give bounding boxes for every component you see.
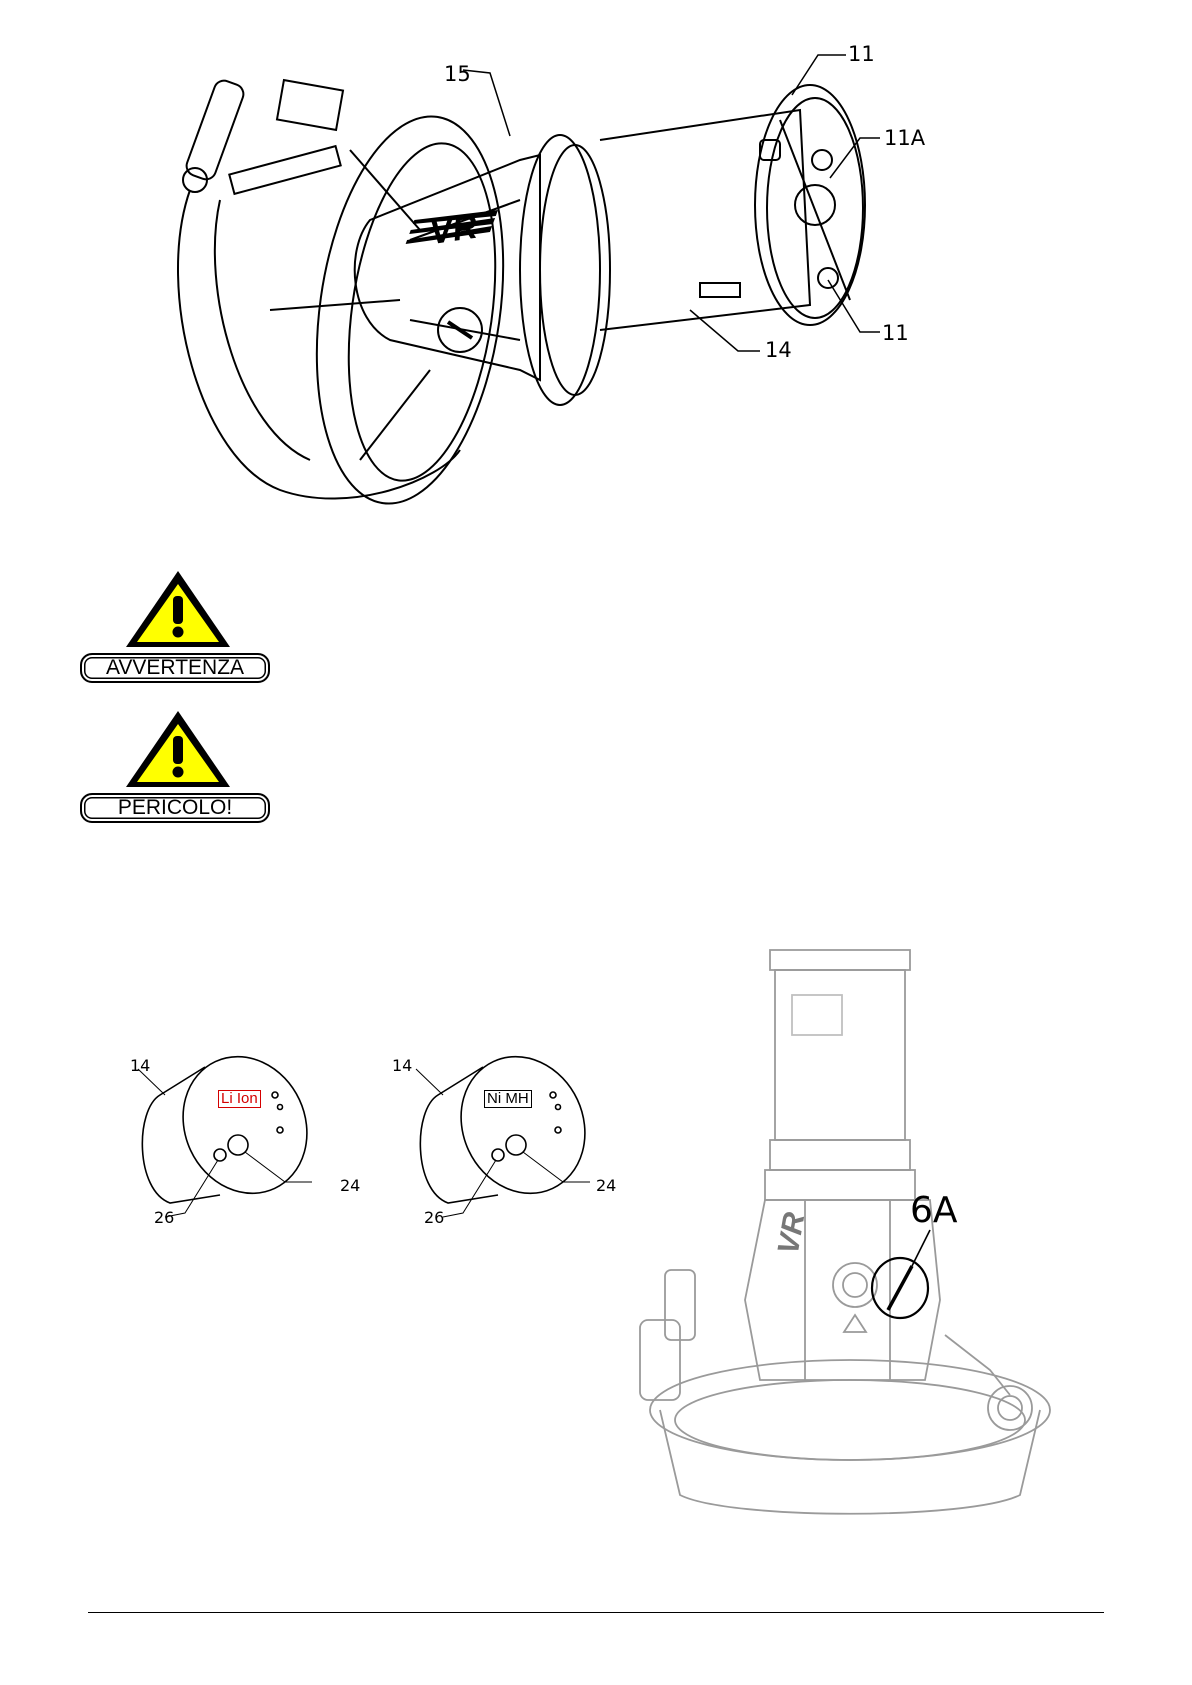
battery-li-ion-drawing [110, 1055, 350, 1235]
callout-14-nimh: 14 [392, 1058, 412, 1074]
callout-26-nimh: 26 [424, 1210, 444, 1226]
callout-14-li: 14 [130, 1058, 150, 1074]
callout-24-nimh: 24 [596, 1178, 616, 1194]
li-ion-tag: Li Ion [218, 1090, 261, 1108]
ni-mh-text: Ni MH [487, 1090, 529, 1107]
warning-label-avvertenza: AVVERTENZA [80, 653, 270, 683]
scooter-side-drawing: VR [160, 40, 1040, 510]
scooter-logo: VR [428, 208, 481, 252]
footer-rule [88, 1612, 1104, 1613]
callout-26-li: 26 [154, 1210, 174, 1226]
callout-11-top: 11 [848, 44, 875, 65]
callout-14-top: 14 [765, 340, 792, 361]
callout-15: 15 [444, 64, 471, 85]
callout-11-bottom: 11 [882, 323, 909, 344]
warning-triangle-icon [123, 708, 233, 790]
warning-label-pericolo: PERICOLO! [80, 793, 270, 823]
ni-mh-tag: Ni MH [484, 1090, 532, 1108]
scooter-front-drawing: VR [640, 940, 1060, 1515]
callout-6a: 6A [910, 1193, 958, 1229]
callout-11a: 11A [884, 128, 925, 149]
warning-triangle-icon [123, 568, 233, 650]
callout-24-li: 24 [340, 1178, 360, 1194]
li-ion-text: Li Ion [221, 1090, 258, 1107]
